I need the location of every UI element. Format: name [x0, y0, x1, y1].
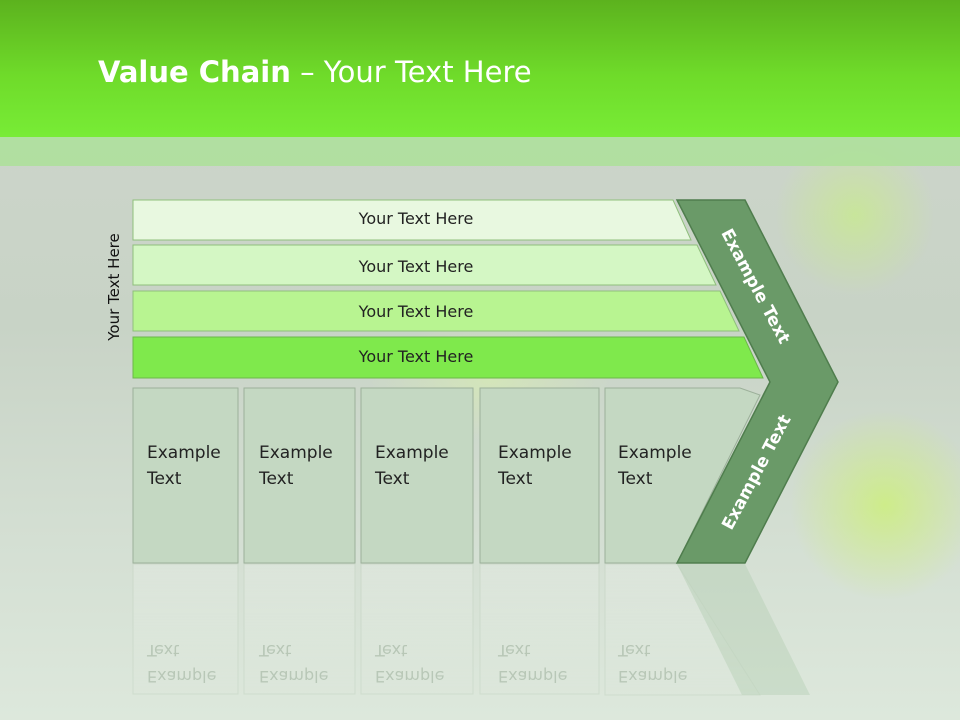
header-band: [0, 137, 960, 166]
header-bar: [0, 0, 960, 137]
box-1: [132, 387, 239, 564]
bar-label: Your Text Here: [358, 257, 474, 276]
reflection-text: Example: [618, 667, 687, 686]
box-label-line1: Example: [498, 443, 572, 463]
chevron-shape: [675, 199, 839, 564]
reflection-text: Text: [617, 641, 650, 660]
bar-label: Your Text Here: [358, 209, 474, 228]
box-label-line1: Example: [259, 443, 333, 463]
bar-label: Your Text Here: [358, 302, 474, 321]
reflection: Text Example Text Example Text Example T…: [132, 563, 810, 696]
box-3: [360, 387, 474, 564]
box-label-line2: Text: [146, 469, 182, 489]
title-bold: Value Chain: [98, 55, 291, 89]
page-title: Value Chain – Your Text Here: [98, 55, 532, 89]
box-label-line2: Text: [497, 469, 533, 489]
reflection-text: Example: [259, 667, 328, 686]
box-2: [243, 387, 356, 564]
box-label-line2: Text: [617, 469, 653, 489]
bar-2: [132, 244, 717, 286]
bar-1: [132, 199, 692, 241]
primary-boxes: Example Text Example Text Example Text E…: [132, 387, 761, 564]
box-5: [604, 387, 761, 564]
box-label-line1: Example: [147, 443, 221, 463]
box-label-line2: Text: [258, 469, 294, 489]
reflection-text: Text: [258, 641, 291, 660]
reflection-text: Example: [375, 667, 444, 686]
reflection-text: Text: [146, 641, 179, 660]
support-bars: Your Text Here Your Text Here Your Text …: [132, 199, 764, 379]
reflection-text: Text: [497, 641, 530, 660]
reflection-text: Text: [374, 641, 407, 660]
box-label-line1: Example: [618, 443, 692, 463]
title-rest: – Your Text Here: [290, 55, 532, 89]
reflection-text: Example: [498, 667, 567, 686]
reflection-text: Example: [147, 667, 216, 686]
box-label-line1: Example: [375, 443, 449, 463]
bar-4: [132, 336, 764, 379]
box-4: [479, 387, 600, 564]
box-label-line2: Text: [374, 469, 410, 489]
bar-label: Your Text Here: [358, 347, 474, 366]
bar-3: [132, 290, 740, 332]
